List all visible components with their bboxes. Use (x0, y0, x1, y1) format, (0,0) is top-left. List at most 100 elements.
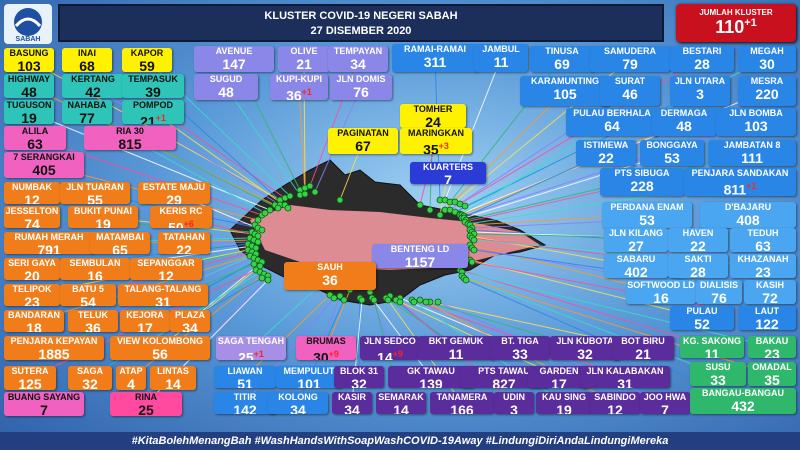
location-marker (468, 258, 476, 266)
cluster-name: JOO HWA (643, 392, 687, 402)
cluster-name: SAUH (317, 262, 343, 272)
cluster-count: 815 (118, 136, 142, 150)
cluster-count: 14 (165, 376, 181, 390)
cluster-count: 18 (26, 320, 42, 332)
cluster-name: PAGINATAN (337, 128, 389, 138)
cluster-name: KHAZANAH (737, 254, 789, 264)
cluster-count: 27 (628, 238, 644, 252)
location-marker (264, 276, 272, 284)
cluster-count: 33 (512, 346, 528, 360)
cluster-name: PULAU BERHALA (573, 108, 651, 118)
cluster-name: OMADAL (752, 362, 792, 372)
cluster-count: 125 (18, 376, 42, 390)
cluster-count: 142 (233, 402, 257, 414)
location-marker (422, 298, 430, 306)
cluster-count: 34 (290, 402, 306, 414)
cluster-count: 105 (553, 86, 577, 102)
location-marker (358, 296, 366, 304)
location-marker (311, 188, 319, 196)
connector-line (463, 152, 673, 219)
cluster-name: BT. TIGA (501, 336, 539, 346)
cluster-count: 23 (764, 346, 780, 358)
cluster-name: SAMUDERA (603, 46, 656, 56)
cluster-name: BENTENG LD (390, 244, 450, 254)
cluster-name: TELUK (78, 310, 108, 320)
cluster-count: 25 (138, 402, 154, 416)
cluster-count: 72 (762, 290, 778, 304)
connector-line (461, 271, 773, 348)
cluster-count: 19 (556, 402, 572, 414)
cluster-count: 48 (21, 84, 37, 98)
connector-line (244, 294, 331, 378)
cluster-name: AVENUE (215, 46, 253, 56)
cluster-count: 53 (664, 150, 680, 166)
cluster-name: TUGUSON (6, 100, 52, 110)
cluster-count: 17 (551, 376, 567, 388)
cluster-name: RAMAI-RAMAI (404, 44, 466, 54)
cluster-count: 25+1 (238, 349, 264, 360)
cluster-name: ATAP (119, 366, 143, 376)
connector-line (225, 86, 301, 196)
location-marker (370, 296, 378, 304)
location-marker (254, 216, 262, 224)
cluster-name: 7 SERANGKAI (13, 152, 75, 162)
cluster-name: SERI GAYA (8, 258, 56, 268)
cluster-count: 46 (622, 86, 638, 102)
location-marker (301, 190, 309, 198)
cluster-count: 32 (82, 376, 98, 390)
total-clusters-value: 110+1 (715, 17, 757, 37)
cluster-name: PTS TAWAU (478, 366, 530, 376)
location-markers (244, 182, 478, 306)
cluster-count: 14+9 (377, 349, 403, 360)
cluster-name: SAGA TENGAH (217, 336, 285, 346)
cluster-count: 311 (423, 54, 447, 70)
cluster-name: JLN KUBOTA (556, 336, 614, 346)
cluster-name: PENJARA SANDAKAN (691, 168, 789, 178)
cluster-name: JAMBUL (482, 44, 520, 54)
cluster-new-cases: +1 (253, 349, 264, 359)
cluster-name: BUANG SAYANG (7, 392, 81, 402)
cluster-name: KUPI-KUPI (275, 74, 322, 84)
cluster-name: INAI (78, 48, 96, 58)
total-clusters-badge: JUMLAH KLUSTER 110+1 (676, 4, 796, 42)
cluster-name: JESSELTON (5, 206, 59, 216)
cluster-name: HAVEN (682, 228, 714, 238)
cluster-name: JAMBATAN 8 (723, 140, 781, 150)
location-marker (336, 292, 344, 300)
cluster-count: 14 (393, 402, 409, 414)
cluster-count: 29 (166, 192, 182, 204)
cluster-count: 31 (617, 376, 633, 388)
location-marker (470, 246, 478, 254)
cluster-name: BUKIT PUNAI (74, 206, 132, 216)
cluster-name: JLN SEDCO (364, 336, 416, 346)
connector-line (159, 265, 261, 349)
connector-line (463, 277, 773, 375)
cluster-name: BANGAU-BANGAU (702, 388, 784, 398)
cluster-count: 22 (598, 150, 614, 166)
